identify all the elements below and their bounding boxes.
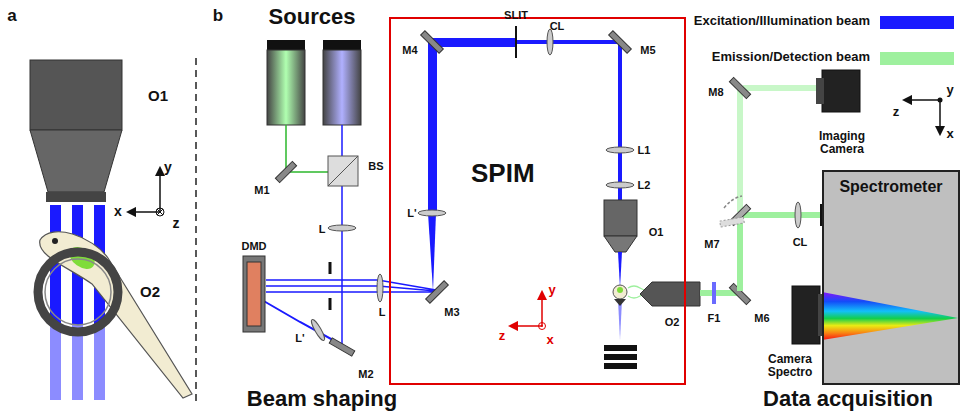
component-label: L1 — [638, 144, 651, 156]
component-label: x — [546, 333, 553, 347]
component-label: y — [548, 283, 555, 297]
component-label: M8 — [708, 86, 723, 98]
component-label: x — [114, 204, 122, 219]
component-label: BS — [368, 160, 383, 172]
component-label: DMD — [241, 240, 266, 252]
component-label: O2 — [140, 284, 160, 301]
panel-a — [30, 58, 196, 402]
section-heading: Beam shaping — [247, 387, 397, 411]
component-label: a — [7, 7, 16, 26]
component-label: M1 — [254, 184, 269, 196]
component-label: M7 — [704, 238, 719, 250]
component-label: O1 — [148, 88, 168, 105]
beam-shaping — [243, 40, 436, 356]
spim-region: SPIM — [389, 17, 686, 385]
component-label: L' — [407, 207, 416, 219]
section-heading: Data acquisition — [763, 387, 933, 411]
legend-text: Emission/Detection beam — [712, 50, 870, 64]
component-label: SLIT — [504, 9, 528, 21]
component-label: z — [173, 216, 180, 231]
component-label: L' — [295, 332, 304, 344]
component-label: M5 — [640, 44, 655, 56]
component-label: CL — [550, 20, 565, 32]
spectrometer-box: Spectrometer — [822, 170, 960, 385]
component-label: L2 — [638, 179, 651, 191]
component-label: Camera Spectro — [755, 353, 825, 379]
spim-optics — [418, 26, 637, 369]
component-label: x — [946, 127, 953, 141]
component-label: y — [946, 83, 953, 97]
component-label: y — [164, 160, 172, 175]
node-title: Spectrometer — [824, 178, 958, 196]
section-heading: Sources — [269, 5, 356, 29]
component-label: b — [213, 7, 223, 26]
component-label: M3 — [444, 306, 459, 318]
component-label: L — [379, 306, 386, 318]
legend-text: Excitation/Illumination beam — [694, 14, 870, 28]
component-label: O1 — [649, 226, 664, 238]
component-label: M6 — [754, 312, 769, 324]
component-label: z — [499, 329, 506, 343]
legend-swatch — [880, 52, 954, 65]
component-label: F1 — [708, 312, 721, 324]
component-label: L — [319, 223, 326, 235]
data-acquisition — [628, 70, 960, 385]
component-label: M4 — [402, 44, 417, 56]
component-label: CL — [793, 236, 808, 248]
legend-swatch — [880, 16, 954, 29]
component-label: O2 — [665, 316, 680, 328]
component-label: Imaging Camera — [807, 130, 877, 156]
node-title: SPIM — [471, 159, 535, 188]
component-label: z — [893, 105, 900, 119]
component-label: M2 — [358, 368, 373, 380]
